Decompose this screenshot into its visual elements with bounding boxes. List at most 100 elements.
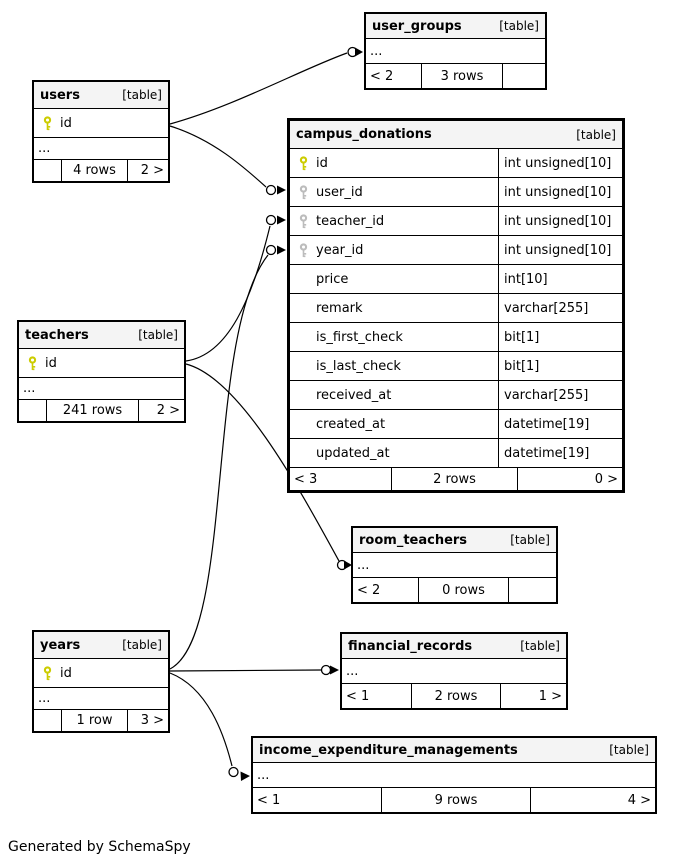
table-campus_donations[interactable]: campus_donations [table] id int unsigned… (287, 118, 625, 493)
footer-related-right[interactable]: 3 > (127, 710, 168, 731)
connector-users-user_groups (169, 46, 363, 125)
column-row-id[interactable]: id int unsigned[10] (290, 149, 622, 178)
column-name: received_at (316, 387, 392, 403)
table-type-tag: [table] (122, 88, 162, 102)
column-row-created_at[interactable]: created_at datetime[19] (290, 410, 622, 439)
footer-related-left[interactable]: < 1 (257, 792, 281, 808)
table-name: user_groups (372, 18, 462, 34)
ellipsis-row: ... (253, 763, 655, 788)
table-footer: < 2 0 rows (353, 578, 556, 602)
connector-users-campus_donations (169, 125, 286, 196)
table-users[interactable]: users [table] id ... 4 rows 2 > (32, 80, 170, 183)
column-type: int unsigned[10] (504, 242, 612, 258)
column-name: updated_at (316, 445, 390, 461)
primary-key-icon (34, 115, 60, 131)
table-income_expenditure_managements[interactable]: income_expenditure_managements [table] .… (251, 736, 657, 814)
table-footer: < 1 9 rows 4 > (253, 788, 655, 812)
connector-years-income_expenditure_managements (169, 672, 250, 781)
column-type: int unsigned[10] (504, 184, 612, 200)
table-header[interactable]: teachers [table] (19, 322, 184, 349)
column-name: user_id (316, 184, 363, 200)
column-row-received_at[interactable]: received_at varchar[255] (290, 381, 622, 410)
table-header[interactable]: campus_donations [table] (290, 121, 622, 149)
footer-related-right[interactable] (502, 64, 545, 88)
table-name: campus_donations (296, 127, 432, 142)
foreign-key-icon (290, 184, 316, 200)
column-type: datetime[19] (504, 416, 590, 432)
column-row-id[interactable]: id (34, 109, 168, 138)
footer-related-right[interactable]: 4 > (530, 788, 655, 812)
column-type: bit[1] (504, 358, 540, 374)
column-name: id (60, 665, 72, 681)
footer-related-right[interactable]: 1 > (500, 684, 566, 708)
table-type-tag: [table] (609, 743, 649, 757)
ellipsis-row: ... (19, 378, 184, 400)
column-row-id[interactable]: id (34, 659, 168, 688)
table-footer: < 1 2 rows 1 > (342, 684, 566, 708)
table-teachers[interactable]: teachers [table] id ... 241 rows 2 > (17, 320, 186, 423)
table-footer: < 3 2 rows 0 > (290, 468, 622, 490)
connector-years-campus_donations (169, 244, 286, 670)
column-type: varchar[255] (504, 387, 589, 403)
column-name: year_id (316, 242, 364, 258)
footer-row-count: 4 rows (61, 160, 127, 181)
table-name: financial_records (348, 638, 473, 654)
column-row-updated_at[interactable]: updated_at datetime[19] (290, 439, 622, 468)
table-header[interactable]: user_groups [table] (366, 14, 545, 39)
column-row-remark[interactable]: remark varchar[255] (290, 294, 622, 323)
column-row-is_last_check[interactable]: is_last_check bit[1] (290, 352, 622, 381)
table-name: income_expenditure_managements (259, 742, 518, 758)
table-name: room_teachers (359, 532, 468, 548)
table-footer: 241 rows 2 > (19, 400, 184, 421)
table-type-tag: [table] (510, 533, 550, 547)
column-row-year_id[interactable]: year_id int unsigned[10] (290, 236, 622, 265)
table-footer: < 2 3 rows (366, 64, 545, 88)
column-name: price (316, 271, 349, 287)
table-type-tag: [table] (138, 328, 178, 342)
footer-related-left (19, 400, 46, 421)
column-row-id[interactable]: id (19, 349, 184, 378)
foreign-key-icon (290, 242, 316, 258)
footer-row-count: 2 rows (411, 684, 500, 708)
column-row-is_first_check[interactable]: is_first_check bit[1] (290, 323, 622, 352)
table-financial_records[interactable]: financial_records [table] ... < 1 2 rows… (340, 632, 568, 710)
ellipsis-row: ... (353, 553, 556, 578)
column-row-teacher_id[interactable]: teacher_id int unsigned[10] (290, 207, 622, 236)
table-header[interactable]: room_teachers [table] (353, 528, 556, 553)
footer-related-left[interactable]: < 2 (370, 68, 394, 84)
footer-related-left[interactable]: < 1 (346, 688, 370, 704)
footer-related-right[interactable]: 0 > (517, 468, 622, 490)
column-name: id (60, 115, 72, 131)
table-header[interactable]: years [table] (34, 632, 168, 659)
table-type-tag: [table] (576, 127, 616, 142)
table-room_teachers[interactable]: room_teachers [table] ... < 2 0 rows (351, 526, 558, 604)
footer-related-right[interactable]: 2 > (138, 400, 184, 421)
footer-related-left[interactable]: < 3 (294, 471, 318, 487)
table-type-tag: [table] (520, 639, 560, 653)
column-name: remark (316, 300, 363, 316)
column-row-price[interactable]: price int[10] (290, 265, 622, 294)
footer-related-left[interactable]: < 2 (357, 582, 381, 598)
table-years[interactable]: years [table] id ... 1 row 3 > (32, 630, 170, 733)
footer-row-count: 3 rows (421, 64, 502, 88)
table-type-tag: [table] (122, 638, 162, 652)
column-type: varchar[255] (504, 300, 589, 316)
column-name: created_at (316, 416, 386, 432)
table-header[interactable]: users [table] (34, 82, 168, 109)
column-row-user_id[interactable]: user_id int unsigned[10] (290, 178, 622, 207)
table-header[interactable]: financial_records [table] (342, 634, 566, 659)
table-footer: 4 rows 2 > (34, 160, 168, 181)
table-header[interactable]: income_expenditure_managements [table] (253, 738, 655, 763)
primary-key-icon (19, 355, 45, 371)
table-user_groups[interactable]: user_groups [table] ... < 2 3 rows (364, 12, 547, 90)
table-name: years (40, 637, 81, 653)
footer-related-left (34, 710, 61, 731)
footer-related-right[interactable]: 2 > (127, 160, 168, 181)
column-name: id (45, 355, 57, 371)
column-name: is_last_check (316, 358, 401, 374)
footer-related-right[interactable] (508, 578, 556, 602)
table-name: teachers (25, 327, 89, 343)
ellipsis-row: ... (366, 39, 545, 64)
ellipsis-row: ... (34, 688, 168, 710)
footer-row-count: 1 row (61, 710, 127, 731)
